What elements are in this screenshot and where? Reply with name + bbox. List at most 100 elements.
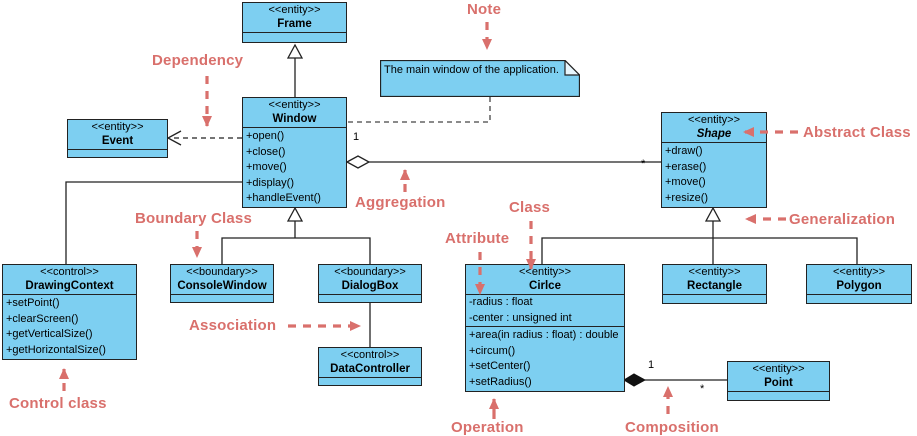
member-row: +resize()	[665, 191, 709, 204]
member-row: +move()	[246, 161, 287, 173]
uml-note[interactable]: The main window of the application.	[379, 59, 581, 98]
class-name: Cirlce	[529, 280, 561, 292]
member-row: +close()	[246, 145, 286, 158]
class-header: <<entity>> Rectangle	[663, 265, 766, 295]
class-header: <<boundary>> DialogBox	[319, 265, 421, 295]
class-name: Polygon	[836, 280, 882, 292]
class-name: DrawingContext	[25, 280, 114, 292]
class-dialogbox[interactable]: <<boundary>> DialogBox	[318, 264, 422, 303]
annotation-abstract-class: Abstract Class	[803, 124, 911, 141]
class-circle[interactable]: <<entity>> Cirlce -radius : float -center…	[465, 264, 625, 392]
member-row: +move()	[665, 176, 706, 188]
class-name: Rectangle	[687, 280, 742, 292]
operations-compartment: +draw() +erase() +move() +resize()	[662, 143, 766, 207]
class-name: Frame	[277, 18, 312, 30]
stereotype: <<entity>>	[268, 99, 321, 111]
attributes-compartment: -radius : float -center : unsigned int	[466, 295, 624, 327]
member-row: +handleEvent()	[246, 192, 321, 204]
class-drawingcontext[interactable]: <<control>> DrawingContext +setPoint() +c…	[2, 264, 137, 360]
stereotype: <<boundary>>	[186, 266, 258, 278]
member-row: +clearScreen()	[6, 312, 79, 325]
class-header: <<entity>> Polygon	[807, 265, 911, 295]
stereotype: <<entity>>	[91, 121, 144, 133]
class-polygon[interactable]: <<entity>> Polygon	[806, 264, 912, 304]
empty-compartment	[171, 295, 273, 302]
annotation-dependency: Dependency	[152, 52, 244, 69]
class-window[interactable]: <<entity>> Window +open() +close() +move()…	[242, 97, 347, 208]
stereotype: <<control>>	[340, 349, 400, 361]
class-header: <<entity>> Frame	[243, 3, 346, 33]
multiplicity-label: *	[641, 158, 646, 170]
class-consolewindow[interactable]: <<boundary>> ConsoleWindow	[170, 264, 274, 303]
class-name: Window	[272, 113, 317, 125]
empty-compartment	[728, 392, 829, 400]
stereotype: <<entity>>	[752, 363, 805, 375]
member-row: +display()	[246, 176, 294, 189]
operations-compartment: +setPoint() +clearScreen() +getVerticalSiz…	[3, 295, 136, 359]
class-frame[interactable]: <<entity>> Frame	[242, 2, 347, 43]
class-header: <<control>> DataController	[319, 348, 421, 378]
class-header: <<entity>> Cirlce	[466, 265, 624, 295]
class-header: <<boundary>> ConsoleWindow	[171, 265, 273, 295]
operations-compartment: +open() +close() +move() +display() +handleE…	[243, 128, 346, 207]
empty-compartment	[319, 295, 421, 302]
class-point[interactable]: <<entity>> Point	[727, 361, 830, 401]
note-text: The main window of the application.	[384, 64, 559, 76]
class-header: <<entity>> Event	[68, 120, 167, 150]
dependency-window-event[interactable]	[166, 130, 242, 146]
class-name: ConsoleWindow	[177, 280, 267, 292]
class-name: Event	[101, 135, 134, 147]
annotation-boundary-class: Boundary Class	[135, 210, 252, 227]
aggregation-window-shape[interactable]	[345, 155, 661, 169]
stereotype: <<control>>	[40, 266, 99, 278]
stereotype: <<entity>>	[833, 266, 885, 278]
class-header: <<entity>> Window	[243, 98, 346, 128]
annotation-attribute: Attribute	[445, 230, 510, 247]
member-row: +draw()	[665, 145, 703, 157]
empty-compartment	[663, 295, 766, 303]
stereotype: <<entity>>	[688, 266, 741, 278]
member-row: -center : unsigned int	[469, 311, 572, 324]
annotation-class: Class	[509, 199, 551, 216]
member-row: +getHorizontalSize()	[6, 343, 106, 356]
member-row: +erase()	[665, 160, 707, 173]
class-name: Point	[764, 377, 793, 389]
member-row: +area(in radius : float) : double	[469, 329, 619, 341]
stereotype: <<entity>>	[519, 266, 571, 278]
note-fold-icon	[564, 59, 581, 76]
empty-compartment	[243, 33, 346, 42]
operations-compartment: +area(in radius : float) : double +circum…	[466, 327, 624, 391]
multiplicity-label: *	[700, 383, 705, 395]
multiplicity-label: 1	[648, 359, 655, 371]
annotation-control-class: Control class	[9, 395, 107, 412]
annotation-association: Association	[189, 317, 277, 334]
class-header: <<entity>> Point	[728, 362, 829, 392]
class-name: Shape	[696, 128, 732, 140]
member-row: +getVerticalSize()	[6, 328, 93, 340]
generalization-window-frame[interactable]	[286, 43, 304, 97]
annotation-composition: Composition	[625, 419, 719, 436]
annotation-generalization: Generalization	[789, 211, 896, 228]
member-row: +setPoint()	[6, 297, 60, 309]
note-shape	[379, 59, 581, 98]
class-event[interactable]: <<entity>> Event	[67, 119, 168, 158]
annotation-aggregation: Aggregation	[355, 194, 446, 211]
class-shape[interactable]: <<entity>> Shape +draw()+erase()+move()+…	[661, 112, 767, 208]
class-name: DataController	[330, 363, 410, 375]
member-row: -radius : float	[469, 296, 533, 308]
empty-compartment	[319, 378, 421, 385]
composition-circle-point[interactable]	[623, 373, 727, 387]
class-header: <<entity>> Shape	[662, 113, 766, 143]
stereotype: <<entity>>	[688, 114, 740, 126]
member-row: +setRadius()	[469, 375, 532, 388]
multiplicity-label: 1	[353, 131, 360, 143]
note-anchor-connector[interactable]	[347, 97, 491, 123]
class-rectangle[interactable]: <<entity>> Rectangle	[662, 264, 767, 304]
member-row: +open()	[246, 130, 285, 142]
member-row: +circum()	[469, 344, 516, 357]
class-datacontroller[interactable]: <<control>> DataController	[318, 347, 422, 386]
stereotype: <<entity>>	[268, 4, 321, 16]
member-row: +setCenter()	[469, 360, 531, 372]
empty-compartment	[807, 295, 911, 303]
